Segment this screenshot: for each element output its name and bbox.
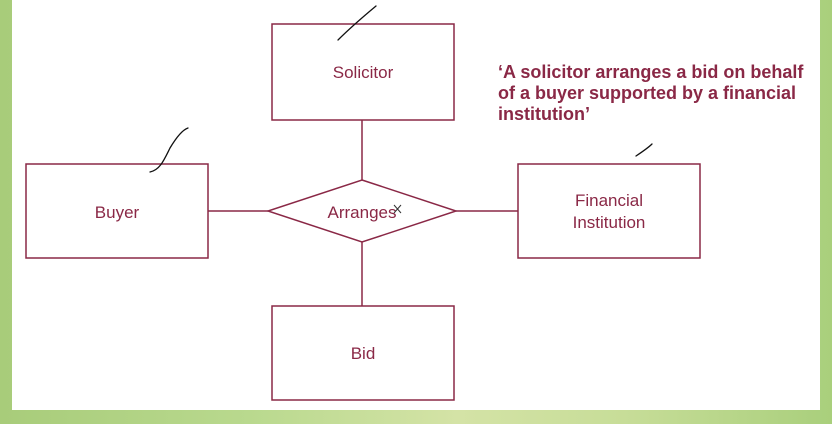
- entity-bid-label: Bid: [351, 344, 376, 363]
- handwritten-tick-mark: [635, 143, 653, 157]
- handwritten-tick-mark: [149, 127, 189, 173]
- scenario-quote: ‘A solicitor arranges a bid on behalf of…: [498, 62, 804, 124]
- er-diagram: Solicitor Buyer Financial Institution Bi…: [25, 5, 701, 401]
- entity-solicitor: [271, 23, 455, 121]
- slide-canvas: Solicitor Buyer Financial Institution Bi…: [12, 0, 820, 410]
- entity-bid: [271, 305, 455, 401]
- entity-solicitor-label: Solicitor: [333, 63, 394, 82]
- entity-financial-institution: [517, 163, 701, 259]
- relationship-arranges: [265, 179, 459, 243]
- entity-buyer: [25, 163, 209, 259]
- handwritten-tick-mark: [337, 5, 377, 41]
- handwritten-x-mark: [393, 204, 402, 214]
- entity-financial-institution-label-line1: Financial: [575, 191, 643, 210]
- relationship-arranges-label: Arranges: [328, 203, 397, 222]
- entity-buyer-label: Buyer: [95, 203, 140, 222]
- entity-financial-institution-label-line2: Institution: [573, 213, 646, 232]
